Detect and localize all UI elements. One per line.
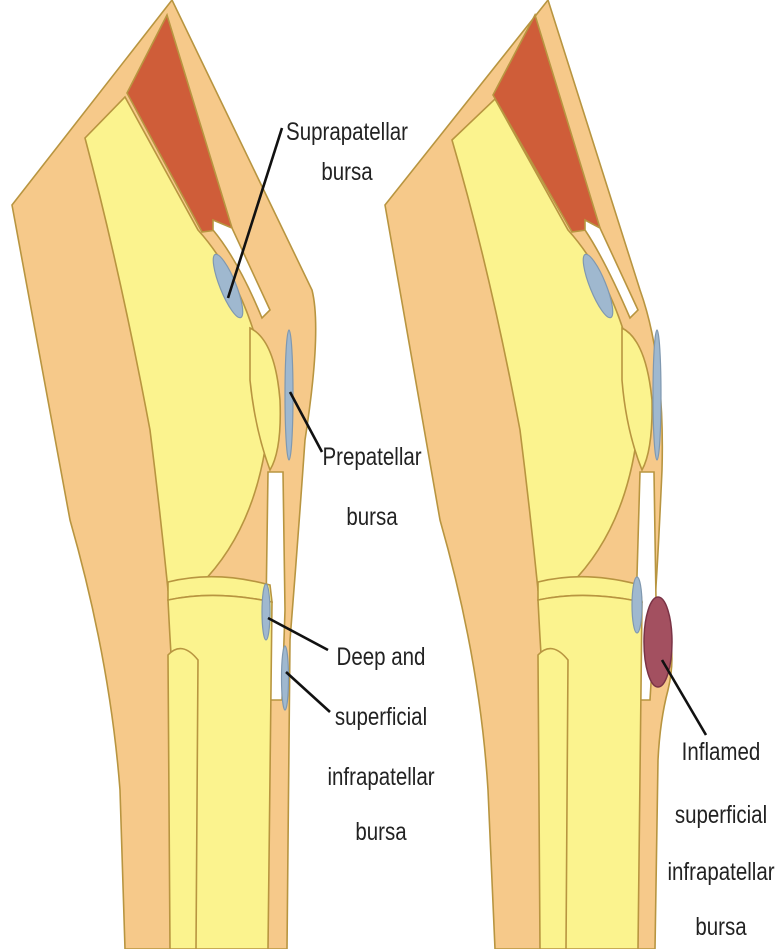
label-inflamed-line-4: bursa <box>695 912 747 940</box>
left-fibula <box>168 649 198 949</box>
label-prepatellar-line-1: Prepatellar <box>322 442 421 470</box>
label-prepatellar-bursa: Prepatellar bursa <box>322 442 421 530</box>
label-suprapatellar-bursa: Suprapatellar bursa <box>286 117 408 185</box>
label-inflamed-bursa: Inflamed superficial infrapatellar bursa <box>667 737 774 940</box>
label-infrapatellar-line-4: bursa <box>355 817 407 845</box>
label-infrapatellar-line-3: infrapatellar <box>327 762 434 790</box>
superficial-infrapatellar-leader-line <box>286 672 330 712</box>
label-inflamed-line-3: infrapatellar <box>667 857 774 885</box>
left-superficial-infrapatellar-bursa <box>282 646 289 710</box>
right-deep-infrapatellar-bursa <box>632 577 642 633</box>
label-inflamed-line-2: superficial <box>675 800 767 828</box>
left-deep-infrapatellar-bursa <box>262 584 270 640</box>
label-suprapatellar-line-2: bursa <box>321 157 373 185</box>
right-knee <box>385 0 672 949</box>
label-infrapatellar-line-1: Deep and <box>337 642 426 670</box>
label-suprapatellar-line-1: Suprapatellar <box>286 117 408 145</box>
right-prepatellar-bursa <box>653 330 661 460</box>
label-infrapatellar-bursae: Deep and superficial infrapatellar bursa <box>327 642 434 845</box>
label-prepatellar-line-2: bursa <box>346 502 398 530</box>
label-infrapatellar-line-2: superficial <box>335 702 427 730</box>
left-knee <box>12 0 316 949</box>
right-fibula <box>538 649 568 949</box>
right-inflamed-bursa <box>644 597 672 687</box>
inflamed-leader-line <box>662 660 706 735</box>
label-inflamed-line-1: Inflamed <box>682 737 761 765</box>
